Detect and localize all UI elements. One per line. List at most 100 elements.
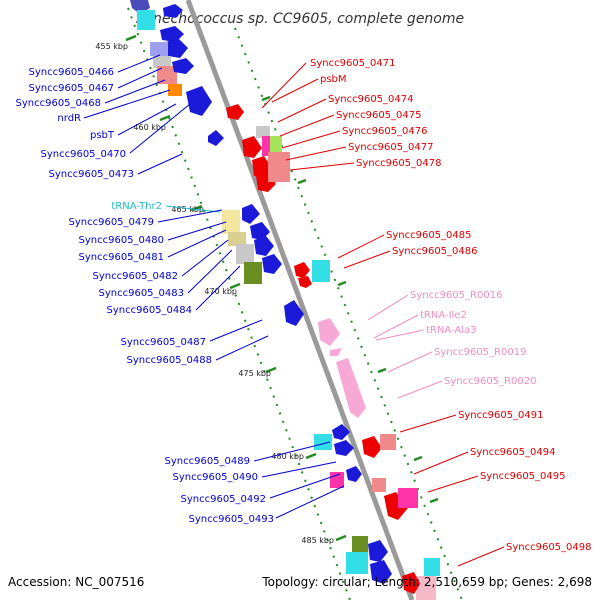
gene-label[interactable]: Syncc9605_0484 [107,305,193,316]
gene-arrow[interactable] [250,222,270,240]
gene-block[interactable] [372,478,386,492]
gene-arrow[interactable] [186,86,212,116]
gene-block[interactable] [150,42,168,56]
gene-block[interactable] [424,558,440,576]
gene-label[interactable]: Syncc9605_0477 [348,142,434,153]
gene-label[interactable]: Syncc9605_0490 [173,472,259,483]
gene-label[interactable]: Syncc9605_0483 [99,288,185,299]
gene-label[interactable]: Syncc9605_0486 [392,246,478,257]
gene-label[interactable]: Syncc9605_0474 [328,94,414,105]
gene-label[interactable]: Syncc9605_0482 [93,271,179,282]
gene-arrow[interactable] [262,254,282,274]
trna-label[interactable]: tRNA-Ala3 [426,325,476,336]
gene-label[interactable]: Syncc9605_R0016 [410,290,502,301]
gene-block[interactable] [312,260,330,282]
gene-arrow[interactable] [294,262,310,278]
gene-block[interactable] [157,66,177,84]
gene-label[interactable]: Syncc9605_0488 [127,355,213,366]
gene-label[interactable]: Syncc9605_0491 [458,410,544,421]
right-strand-genes[interactable] [226,104,440,600]
gene-arrow[interactable] [160,26,184,42]
gene-label[interactable]: Syncc9605_0466 [29,67,115,78]
gene-label[interactable]: Syncc9605_0487 [121,337,207,348]
gene-arrow[interactable] [336,358,366,418]
gene-block[interactable] [330,472,344,488]
trna-label[interactable]: tRNA-Thr2 [111,201,162,212]
gene-arrow[interactable] [208,130,224,146]
gene-arrow[interactable] [384,492,408,520]
gene-arrow[interactable] [368,540,388,562]
tick-mark [261,95,271,102]
connector-line [167,221,227,241]
gene-label[interactable]: nrdR [57,113,81,124]
gene-arrow[interactable] [330,348,342,356]
trna-label[interactable]: tRNA-Ile2 [420,310,467,321]
gene-block[interactable] [244,262,262,284]
gene-block[interactable] [352,536,368,554]
gene-block[interactable] [236,244,254,264]
gene-label[interactable]: Syncc9605_0479 [69,217,155,228]
gene-arrow[interactable] [284,300,304,326]
left-strand-genes[interactable] [130,0,392,584]
gene-block[interactable] [416,576,436,600]
gene-block[interactable] [380,434,396,450]
gene-block[interactable] [137,10,155,30]
connector-line [117,103,177,136]
gene-block[interactable] [222,210,240,234]
gene-arrow[interactable] [370,560,392,584]
left-gene-labels[interactable]: Syncc9605_0466 Syncc9605_0467 Syncc9605_… [16,67,275,525]
gene-arrow[interactable] [166,38,188,58]
connector-line [187,249,233,294]
gene-block[interactable] [314,434,332,450]
right-gene-labels[interactable]: Syncc9605_0471 psbM Syncc9605_0474 Syncc… [310,58,592,553]
gene-label[interactable]: Syncc9605_0476 [342,126,428,137]
gene-block[interactable] [153,56,171,68]
gene-label[interactable]: Syncc9605_0475 [336,110,422,121]
gene-label[interactable]: Syncc9605_0473 [49,169,135,180]
gene-arrow[interactable] [254,236,274,256]
gene-arrow[interactable] [402,572,420,594]
gene-label[interactable]: Syncc9605_0480 [79,235,165,246]
gene-arrow[interactable] [362,436,382,458]
gene-label[interactable]: Syncc9605_0485 [386,230,472,241]
gene-arrow[interactable] [226,104,244,120]
gene-label[interactable]: Syncc9605_0468 [16,98,102,109]
gene-arrow[interactable] [298,276,312,288]
gene-block[interactable] [256,126,270,138]
gene-block[interactable] [228,232,246,246]
scale-tracks [127,7,463,600]
gene-block[interactable] [168,84,182,96]
gene-label[interactable]: Syncc9605_0467 [29,83,115,94]
gene-label[interactable]: psbT [90,130,115,141]
gene-label[interactable]: Syncc9605_0481 [79,252,165,263]
gene-block[interactable] [346,552,368,574]
gene-arrow[interactable] [242,136,262,158]
gene-block[interactable] [268,152,290,182]
gene-block[interactable] [398,488,418,508]
gene-arrow[interactable] [346,466,362,482]
gene-block[interactable] [270,136,282,154]
gene-arrow[interactable] [334,440,354,456]
connector-line [399,414,457,433]
gene-arrow[interactable] [242,204,260,224]
gene-arrow[interactable] [318,318,340,346]
gene-label[interactable]: Syncc9605_0489 [165,456,251,467]
scale-label: 470 kbp [204,287,237,296]
scale-label: 460 kbp [133,123,166,132]
gene-label[interactable]: Syncc9605_R0020 [444,376,536,387]
gene-label[interactable]: Syncc9605_0471 [310,58,396,69]
gene-arrow[interactable] [172,58,194,74]
connector-line [117,54,161,73]
gene-label[interactable]: psbM [320,74,347,85]
gene-label[interactable]: Syncc9605_0498 [506,542,592,553]
gene-arrow[interactable] [163,4,183,18]
gene-label[interactable]: Syncc9605_R0019 [434,347,526,358]
gene-label[interactable]: Syncc9605_0494 [470,447,556,458]
gene-label[interactable]: Syncc9605_0492 [181,494,267,505]
gene-arrow[interactable] [332,424,350,440]
gene-label[interactable]: Syncc9605_0495 [480,471,566,482]
gene-label[interactable]: Syncc9605_0478 [356,158,442,169]
gene-label[interactable]: Syncc9605_0470 [41,149,127,160]
gene-label[interactable]: Syncc9605_0493 [189,514,275,525]
outer-dotted-track [234,27,463,600]
